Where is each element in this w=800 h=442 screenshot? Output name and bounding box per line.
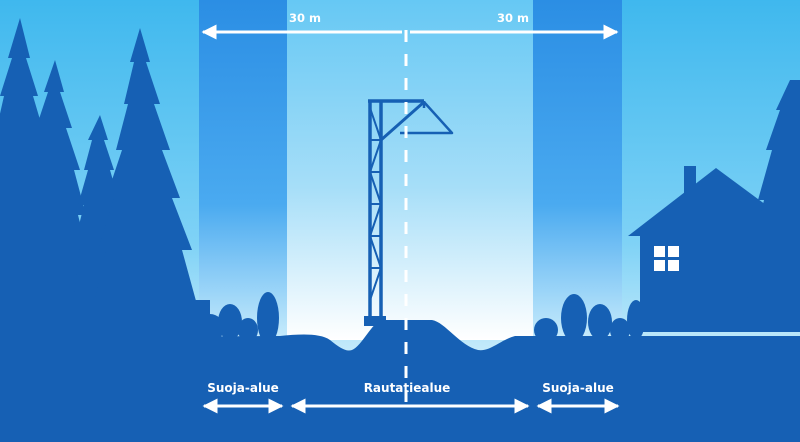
- spruce-tree-icon: [14, 60, 96, 330]
- left-protection-label: Suoja-alue: [207, 381, 279, 395]
- right-protection-label: Suoja-alue: [542, 381, 614, 395]
- right-protection-zone: [533, 0, 622, 340]
- left-forest: [0, 18, 210, 340]
- spruce-tree-icon: [88, 28, 204, 330]
- catenary-mast-icon: [368, 99, 454, 318]
- top-label-left: 30 m: [289, 11, 321, 25]
- railway-zone: [287, 0, 533, 340]
- spruce-tree-icon: [740, 80, 800, 330]
- railway-label: Rautatiealue: [364, 381, 451, 395]
- left-protection-zone: [199, 0, 287, 340]
- mast-foundation: [364, 316, 386, 326]
- bush-icon: [196, 314, 224, 342]
- bush-icon: [257, 292, 279, 344]
- bush-icon: [561, 294, 587, 342]
- forest-base: [0, 300, 210, 340]
- top-label-right: 30 m: [497, 11, 529, 25]
- window-icon: [654, 246, 679, 271]
- bush-icon: [238, 318, 258, 342]
- left-bushes: [196, 292, 279, 344]
- bush-icon: [218, 304, 242, 340]
- bush-icon: [588, 304, 612, 340]
- house-roof: [628, 168, 800, 236]
